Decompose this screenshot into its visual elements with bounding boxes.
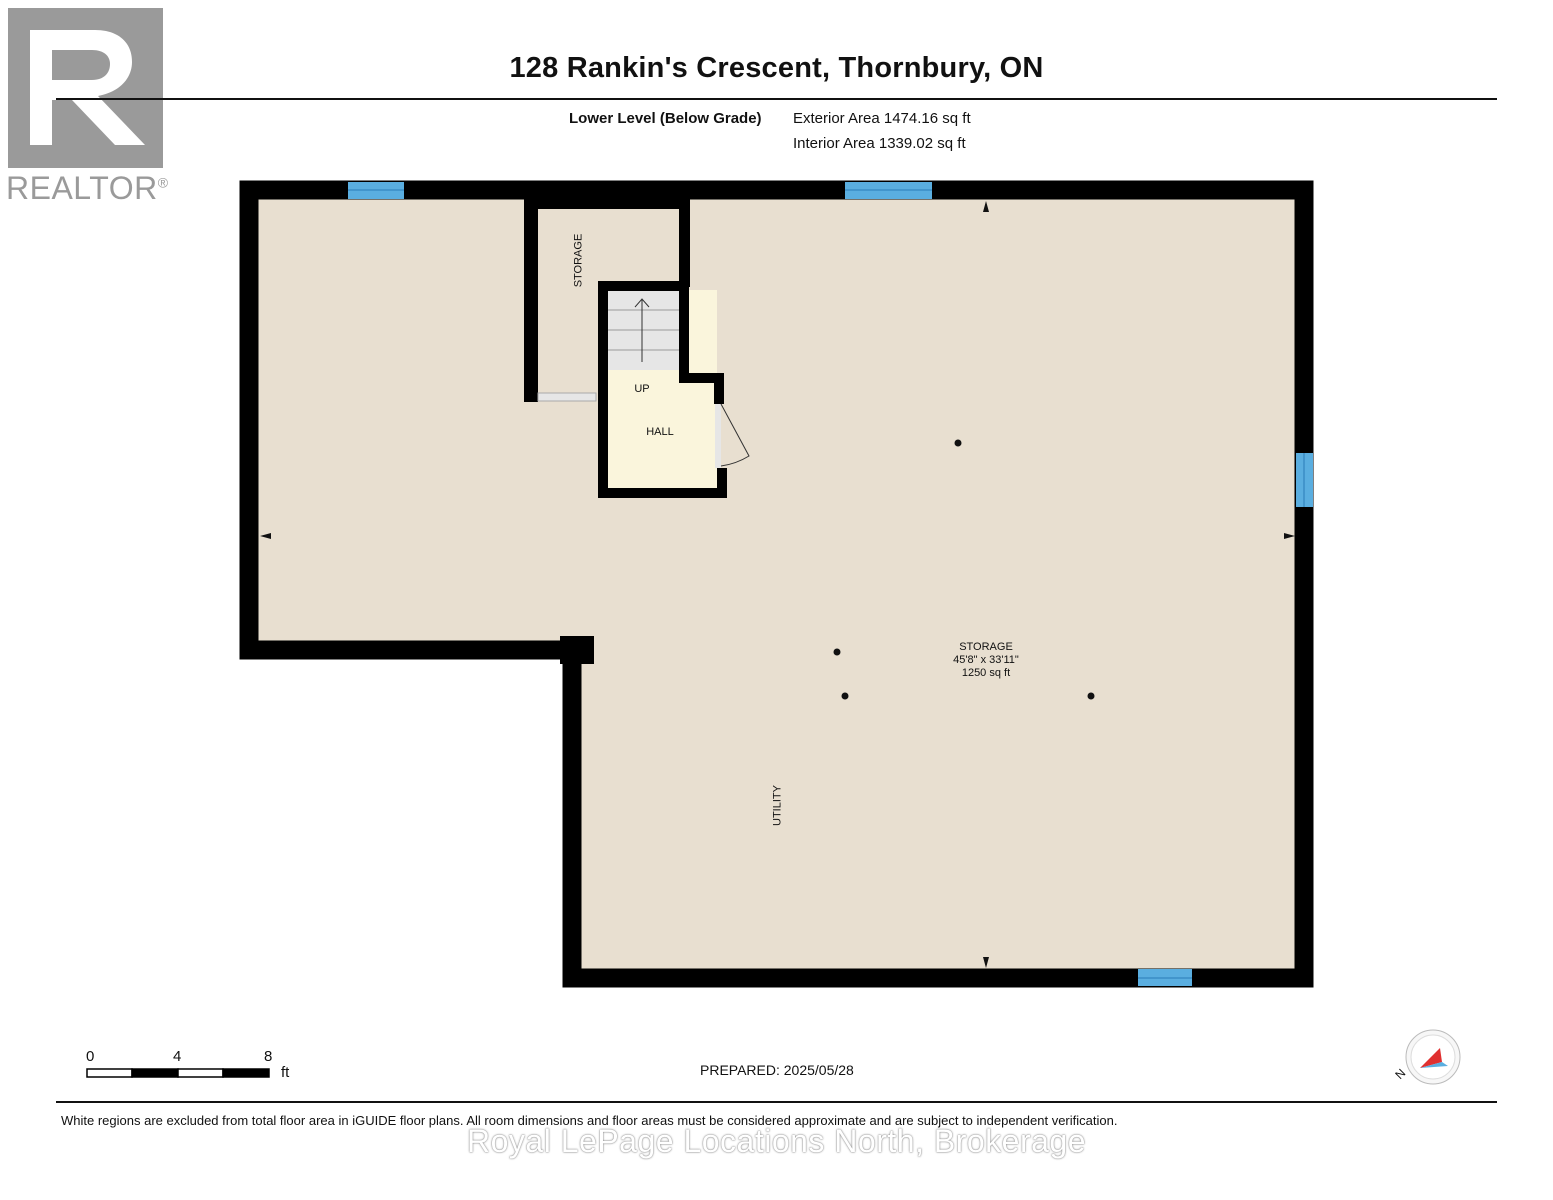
- disclaimer-text: White regions are excluded from total fl…: [61, 1113, 1118, 1128]
- interior-area: Interior Area 1339.02 sq ft: [793, 135, 966, 152]
- page-title: 128 Rankin's Crescent, Thornbury, ON: [509, 52, 1044, 84]
- post: [833, 648, 841, 656]
- hall-wall: [598, 468, 727, 498]
- hall-wall: [598, 281, 724, 498]
- storage-main-name: STORAGE: [959, 641, 1013, 653]
- realtor-logo: [8, 8, 163, 168]
- stairs-up-label: UP: [634, 383, 650, 395]
- post: [841, 692, 849, 700]
- closet-wall-top: [524, 195, 690, 209]
- dimension-marker: [983, 201, 989, 212]
- wall-column: [560, 636, 594, 664]
- room-label-storage-main: STORAGE 45'8" x 33'11" 1250 sq ft: [916, 641, 1056, 680]
- level-name: Lower Level (Below Grade): [569, 110, 762, 127]
- post: [954, 439, 962, 447]
- closet-wall-right: [679, 195, 690, 287]
- brokerage-watermark: Royal LePage Locations North, Brokerage: [467, 1123, 1086, 1159]
- scale-tick-4: 4: [173, 1048, 182, 1065]
- scale-bar: [86, 1068, 270, 1078]
- post: [1087, 692, 1095, 700]
- room-label-storage-closet: STORAGE: [572, 233, 585, 288]
- prepared-date: PREPARED: 2025/05/28: [700, 1062, 854, 1078]
- door-swing: [720, 403, 750, 467]
- exterior-area: Exterior Area 1474.16 sq ft: [793, 110, 971, 127]
- scale-tick-0: 0: [86, 1048, 95, 1065]
- room-label-utility: UTILITY: [771, 785, 784, 826]
- compass-icon: [1405, 1029, 1461, 1085]
- realtor-wordmark: REALTOR®: [6, 170, 169, 206]
- storage-main-dims: 45'8" x 33'11": [953, 654, 1019, 666]
- header-divider: [56, 98, 1497, 100]
- hall-door: [715, 404, 721, 468]
- closet-door: [537, 392, 597, 402]
- dimension-marker: [260, 533, 271, 539]
- exterior-wall: [239, 180, 1314, 988]
- storage-main-area: 1250 sq ft: [961, 667, 1011, 679]
- stair-arrow-head: [634, 298, 650, 308]
- dimension-marker: [1284, 533, 1295, 539]
- closet-wall-left: [524, 195, 538, 402]
- scale-unit: ft: [281, 1064, 290, 1081]
- scale-tick-8: 8: [264, 1048, 273, 1065]
- room-label-hall: HALL: [646, 426, 674, 438]
- footer-divider: [56, 1101, 1497, 1103]
- dimension-marker: [983, 957, 989, 968]
- floor-area: [249, 190, 1304, 978]
